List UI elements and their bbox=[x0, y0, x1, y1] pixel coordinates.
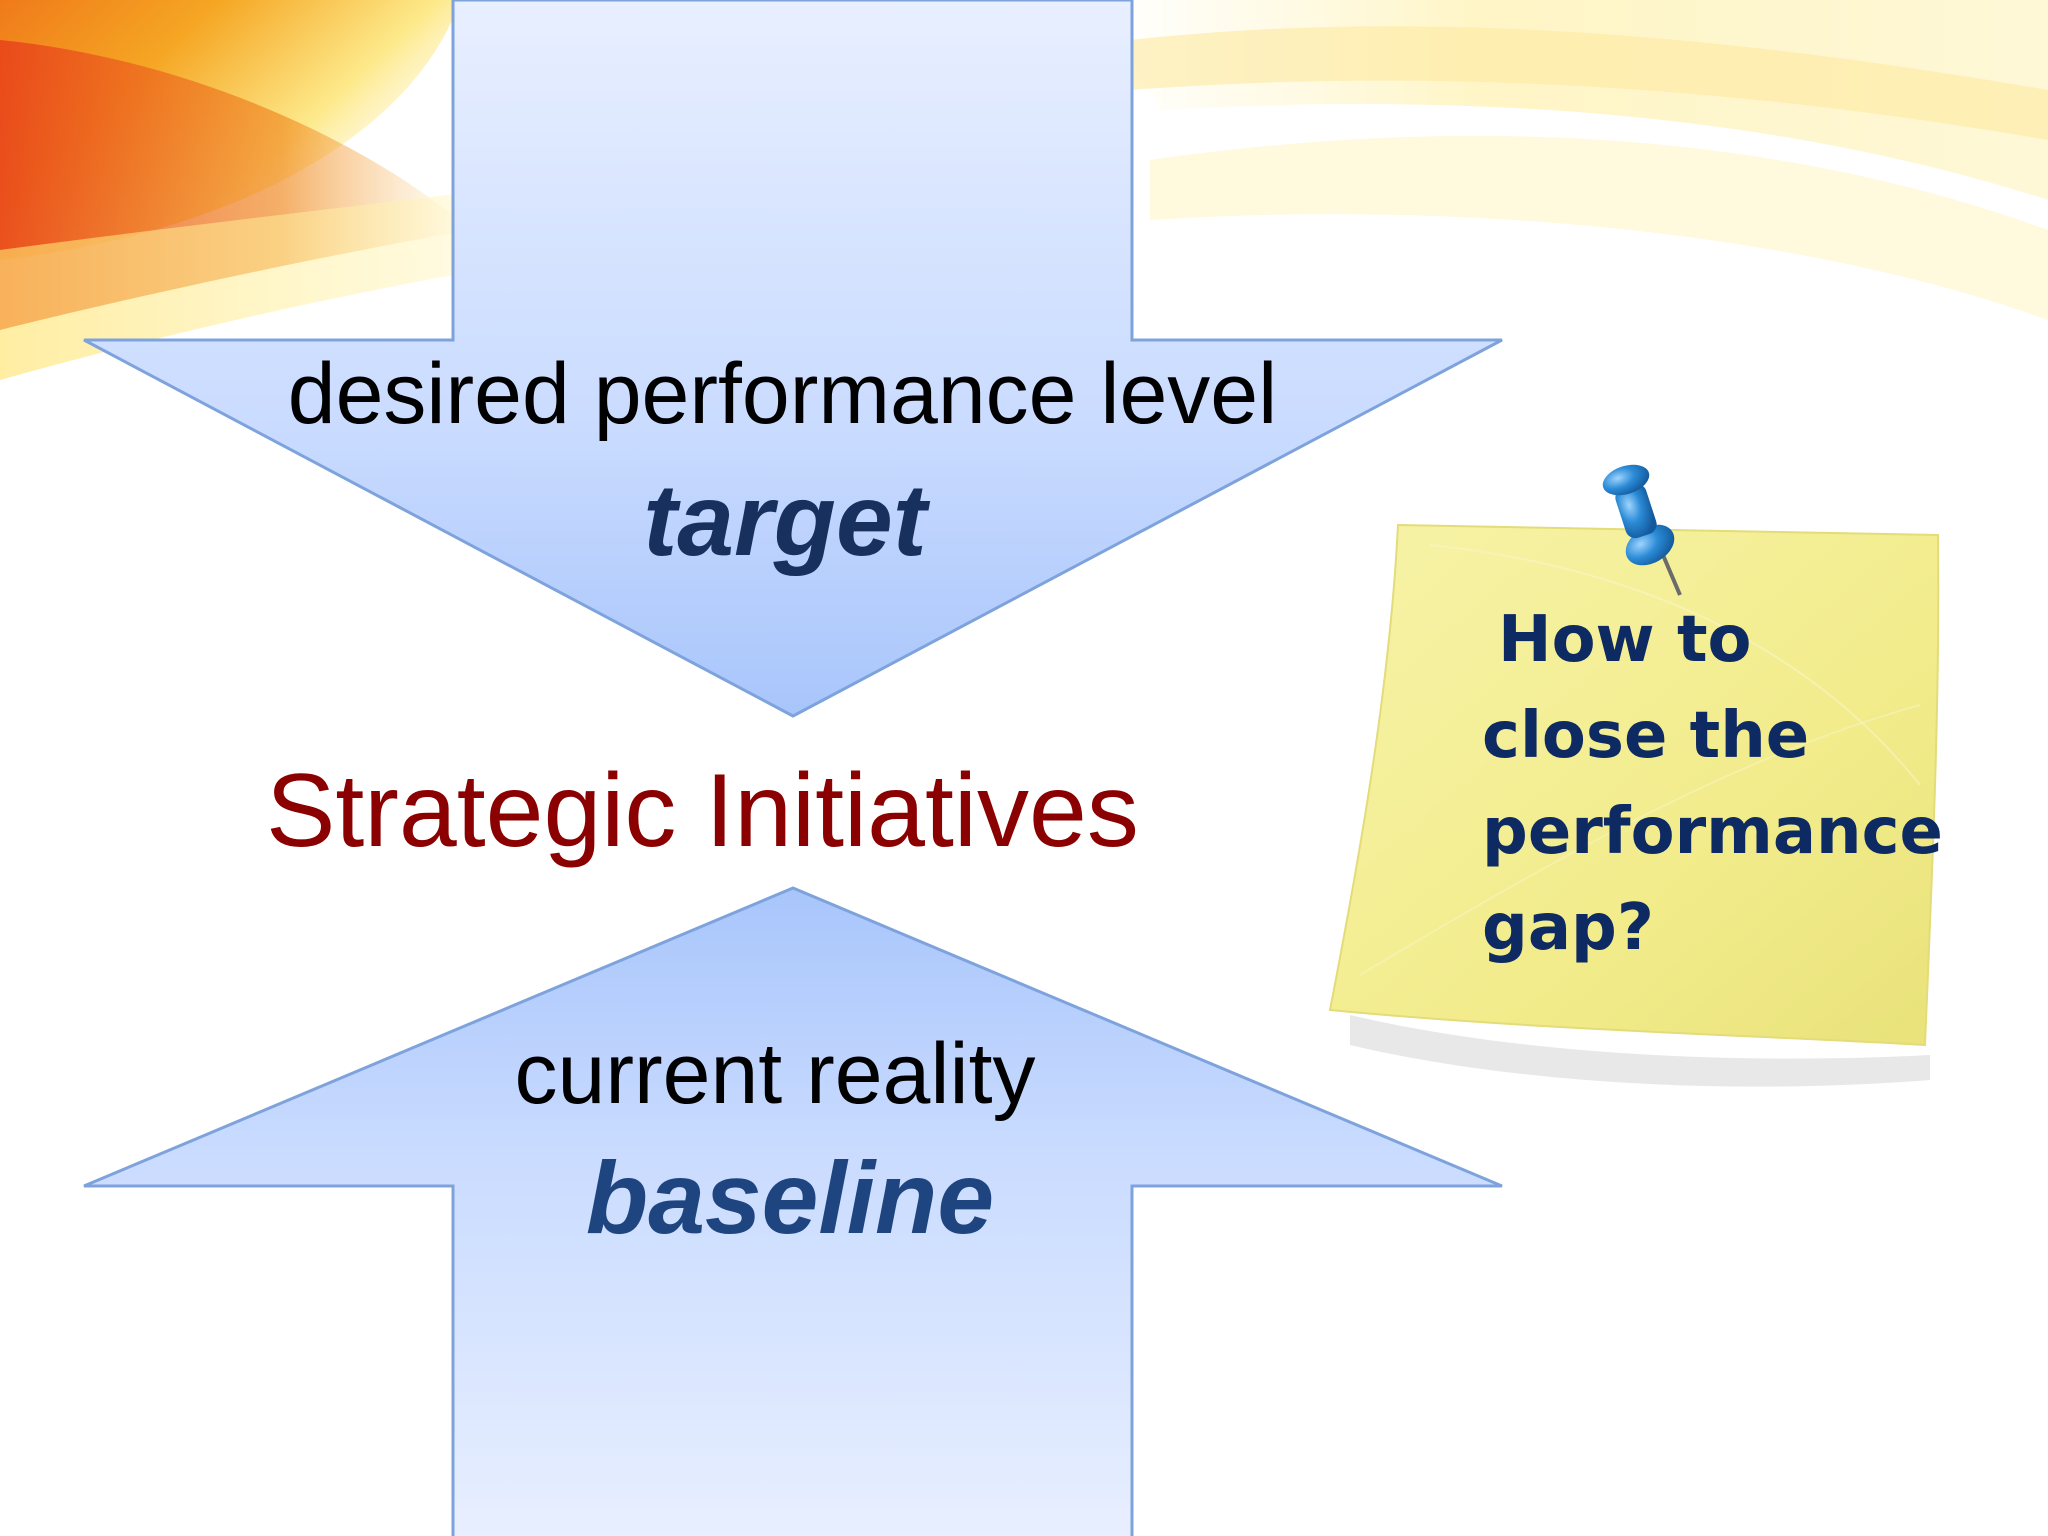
target-label: target bbox=[643, 463, 927, 577]
sticky-note-text: How to close the performance gap? bbox=[1482, 592, 1943, 976]
sticky-note-line: How to bbox=[1498, 603, 1752, 677]
baseline-label: baseline bbox=[585, 1141, 995, 1255]
bottom-arrow-label: current reality bbox=[514, 1026, 1036, 1122]
sticky-note-line: close the bbox=[1482, 699, 1810, 773]
sticky-note bbox=[1328, 464, 1940, 1087]
up-arrow bbox=[83, 886, 1503, 1536]
down-arrow bbox=[83, 0, 1503, 718]
top-arrow-label: desired performance level bbox=[287, 346, 1278, 442]
push-pin-icon bbox=[1602, 464, 1682, 596]
sticky-note-line: performance bbox=[1482, 795, 1943, 869]
sticky-note-line: gap? bbox=[1482, 891, 1654, 965]
center-label: Strategic Initiatives bbox=[266, 753, 1139, 869]
